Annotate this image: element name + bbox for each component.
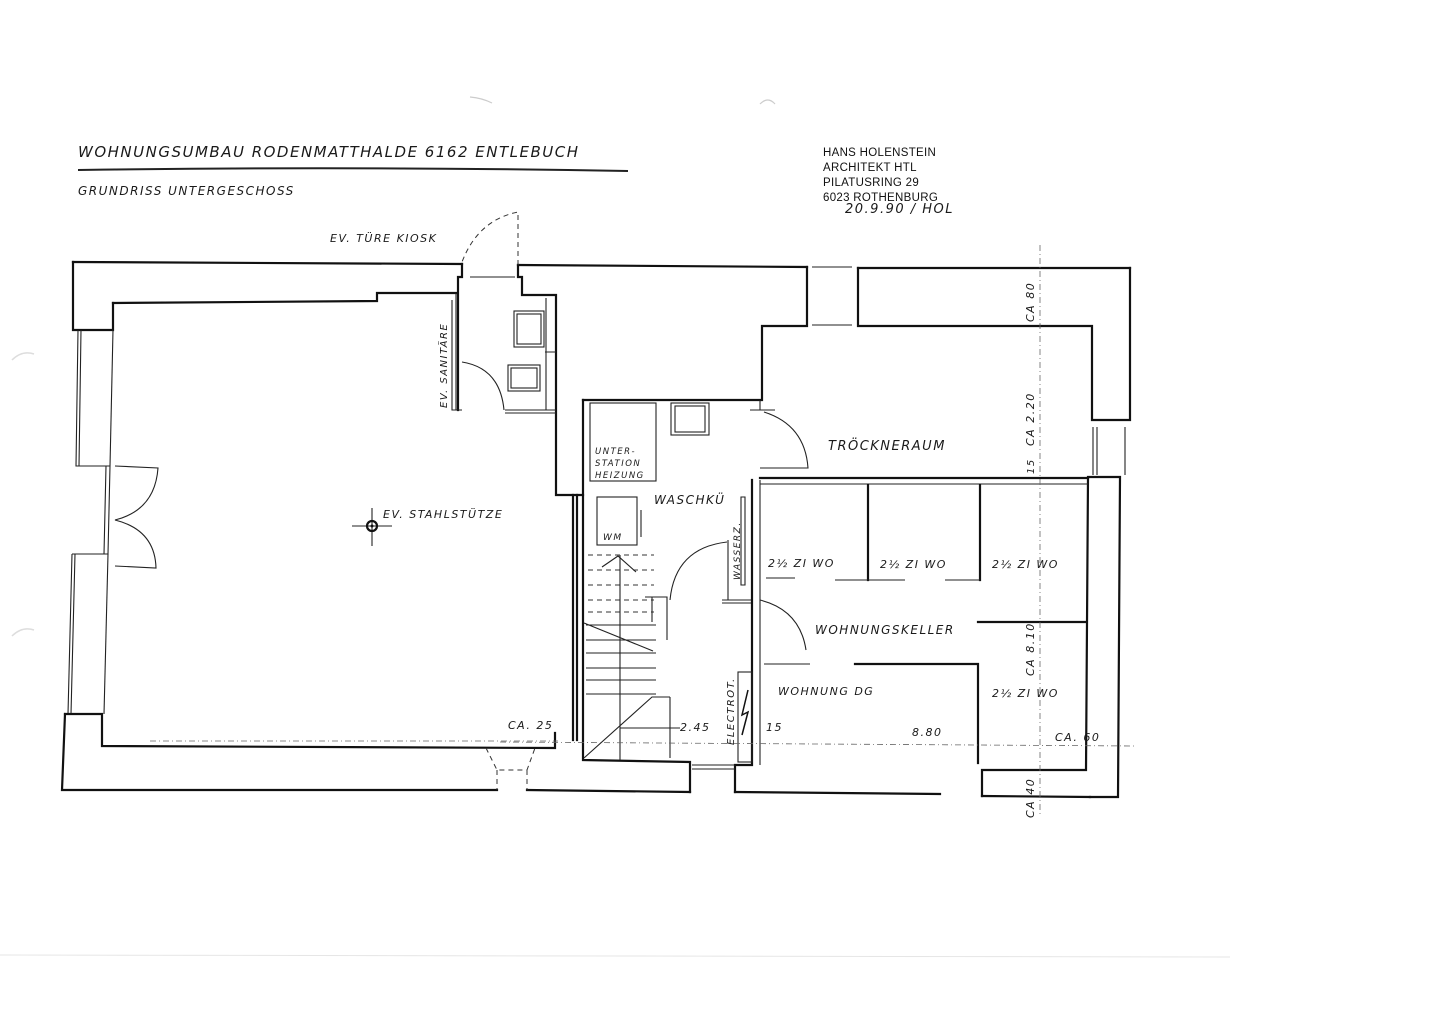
double-door	[114, 465, 159, 569]
dim-15-right: 15	[1026, 458, 1037, 474]
scan-marks	[0, 96, 1231, 958]
label-unterstation-3: HEIZUNG	[595, 471, 645, 481]
stamp-name: HANS HOLENSTEIN	[823, 147, 936, 159]
light-well	[485, 747, 536, 790]
label-keller-d: 2½ ZI WO	[992, 687, 1059, 700]
unterstation-box	[589, 402, 657, 482]
stamp-date-signature: 20.9.90 / HOL	[845, 202, 954, 217]
sanitary-block	[451, 211, 585, 497]
dim-ca-40: CA 40	[1024, 778, 1037, 818]
electrical-closet	[737, 671, 753, 763]
room-labels: EV. TÜRE KIOSK EV. SANITÄRE EV. STAHLSTÜ…	[330, 232, 1059, 745]
label-wohnung-dg: WOHNUNG DG	[778, 685, 874, 698]
stair-and-laundry	[571, 398, 762, 794]
dim-ca-25: CA. 25	[508, 719, 553, 732]
washing-machine-box	[596, 496, 638, 546]
architect-stamp: HANS HOLENSTEIN ARCHITEKT HTL PILATUSRIN…	[823, 147, 954, 217]
stamp-street: PILATUSRING 29	[823, 177, 919, 189]
lightning-icon	[740, 689, 750, 736]
label-wm: WM	[603, 533, 623, 543]
dim-15-bottom: 15	[766, 721, 783, 734]
title-block: WOHNUNGSUMBAU RODENMATTHALDE 6162 ENTLEB…	[77, 143, 629, 198]
sheet-title: GRUNDRISS UNTERGESCHOSS	[78, 184, 295, 198]
dim-880: 8.80	[912, 726, 943, 739]
label-waschkueche: WASCHKÜ	[654, 491, 725, 507]
label-unterstation-1: UNTER-	[595, 447, 636, 457]
dim-ca-220: CA 2.20	[1024, 392, 1037, 446]
dimension-lines	[150, 245, 1136, 815]
label-keller-c: 2½ ZI WO	[992, 558, 1059, 571]
trocknerraum-room	[750, 265, 1090, 485]
dim-245: 2.45	[680, 721, 711, 734]
label-wohnungskeller: WOHNUNGSKELLER	[815, 623, 955, 637]
cellar-compartments	[759, 483, 1088, 765]
dimension-labels: CA 80 CA 2.20 15 CA 8.10 CA 40 CA. 60 CA…	[508, 282, 1100, 818]
label-ev-tuere-kiosk: EV. TÜRE KIOSK	[330, 232, 437, 245]
stamp-title: ARCHITEKT HTL	[823, 162, 917, 174]
project-title: WOHNUNGSUMBAU RODENMATTHALDE 6162 ENTLEB…	[78, 143, 579, 161]
dim-ca-810: CA 8.10	[1024, 622, 1037, 676]
outer-walls	[60, 260, 1132, 799]
label-ev-stahlstuetze: EV. STAHLSTÜTZE	[383, 508, 503, 521]
label-unterstation-2: STATION	[595, 459, 641, 469]
sanitary-fixture-1	[513, 310, 545, 348]
dim-ca-60: CA. 60	[1055, 731, 1100, 744]
stamp-city: 6023 ROTHENBURG	[823, 192, 938, 204]
label-ev-sanitaere: EV. SANITÄRE	[437, 323, 450, 408]
label-keller-b: 2½ ZI WO	[880, 558, 947, 571]
sanitary-fixture-2	[507, 364, 541, 392]
steel-column-marker	[352, 508, 392, 546]
dim-ca-80: CA 80	[1024, 282, 1037, 322]
title-underline	[77, 167, 629, 172]
label-electrot: ELECTROT.	[726, 677, 737, 745]
label-wasserz: WASSERZ.	[733, 521, 743, 580]
label-trockenraum: TRÖCKNERAUM	[828, 437, 946, 454]
label-keller-a: 2½ ZI WO	[768, 557, 835, 570]
